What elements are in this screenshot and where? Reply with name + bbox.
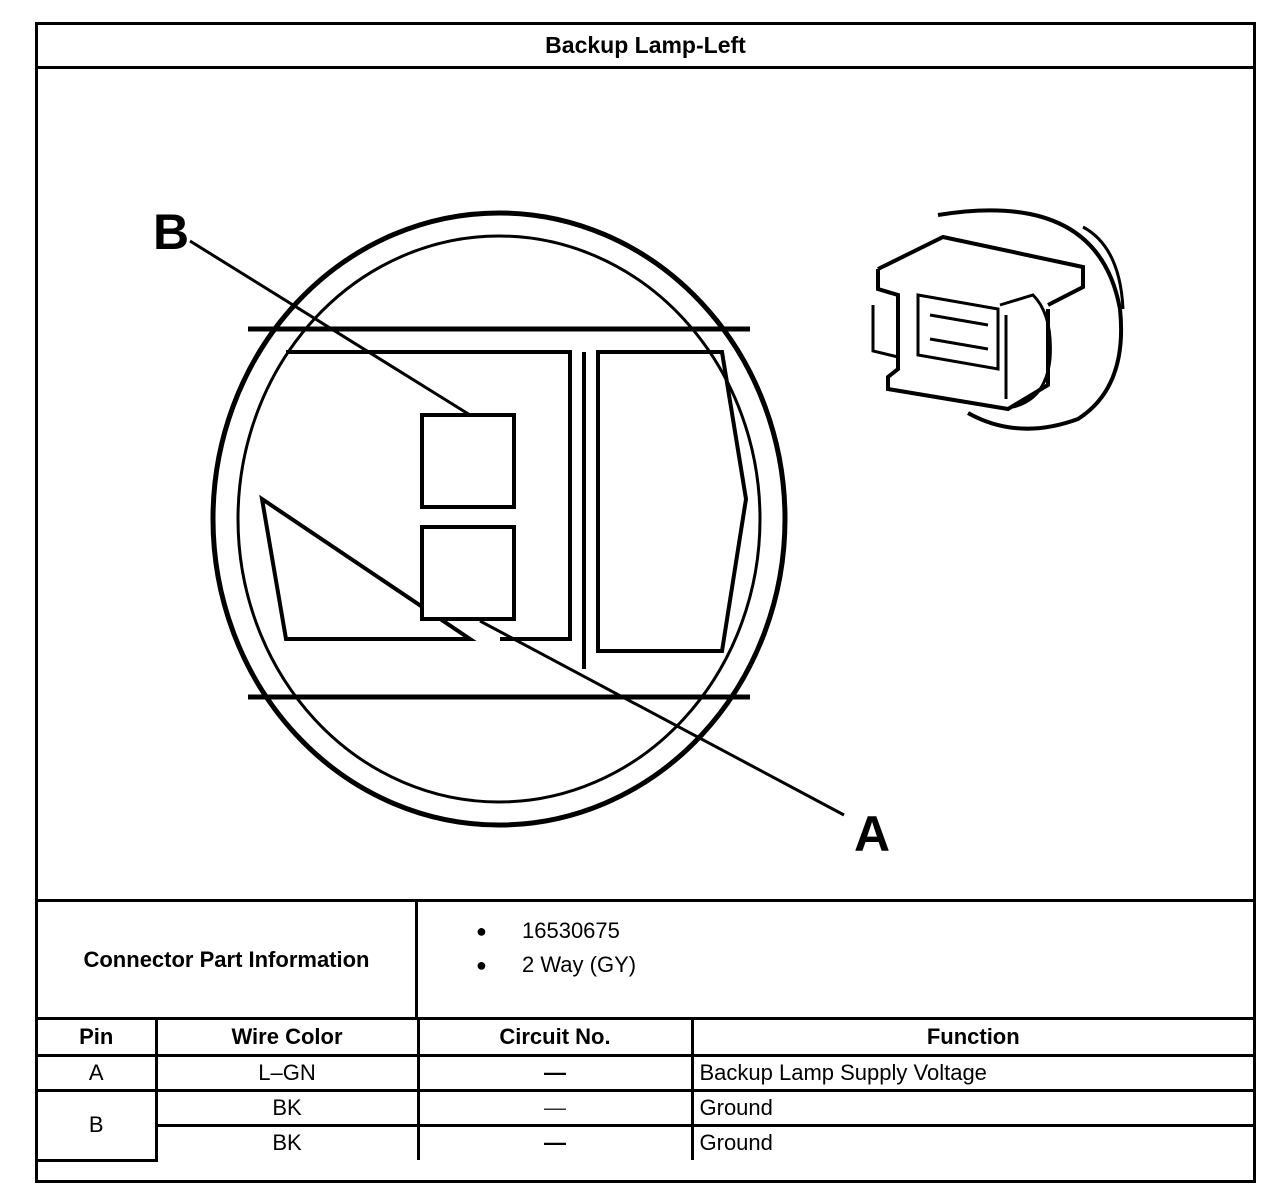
pin-cell: B [38,1088,158,1162]
leader-b [189,239,471,417]
table-row: BK — Ground [38,1123,1253,1160]
function-cell: Ground [690,1123,1253,1160]
connector-part-info-list: ● 16530675 ● 2 Way (GY) [418,902,1253,1017]
part-number: 16530675 [522,918,620,943]
pin-table: Pin Wire Color Circuit No. Function A L–… [38,1020,1253,1162]
callout-a: A [854,806,890,862]
function-cell: Ground [690,1088,1253,1127]
leader-a [479,619,845,817]
right-cavity [596,350,749,653]
connector-face-drawing: B A [153,204,1125,862]
header-circuit-no: Circuit No. [416,1020,694,1057]
table-row: A L–GN — Backup Lamp Supply Voltage [38,1053,1253,1092]
header-pin: Pin [38,1020,158,1057]
pin-cell: A [38,1053,158,1092]
left-cavity [259,350,572,641]
terminal-a [420,525,516,621]
table-row: B BK — Ground [38,1088,1253,1162]
wire-color-cell: BK [154,1088,420,1127]
pin-table-header: Pin Wire Color Circuit No. Function [38,1020,1253,1057]
circuit-cell: — [416,1088,694,1127]
header-function: Function [690,1020,1253,1057]
connector-part-info-label: Connector Part Information [38,902,418,1017]
connector-isometric-icon [871,208,1125,431]
connector-face-inner-ring [236,234,762,804]
circuit-cell: — [416,1123,694,1160]
header-wire-color: Wire Color [154,1020,420,1057]
function-cell: Backup Lamp Supply Voltage [690,1053,1253,1092]
connector-part-info: Connector Part Information ● 16530675 ● … [38,902,1253,1020]
info-item: ● 16530675 [418,914,1253,948]
sheet-title: Backup Lamp-Left [38,25,1253,69]
connector-sheet: Backup Lamp-Left B A [35,22,1256,1183]
bullet-icon: ● [476,921,487,941]
terminal-b [420,413,516,509]
info-item: ● 2 Way (GY) [418,948,1253,982]
connector-face-outline [210,210,788,828]
callout-b: B [153,204,189,260]
bullet-icon: ● [476,955,487,975]
connector-diagram: B A [38,69,1253,902]
connector-type: 2 Way (GY) [522,952,637,977]
wire-color-cell: L–GN [154,1053,420,1092]
wire-color-cell: BK [154,1123,420,1160]
circuit-cell: — [416,1053,694,1092]
